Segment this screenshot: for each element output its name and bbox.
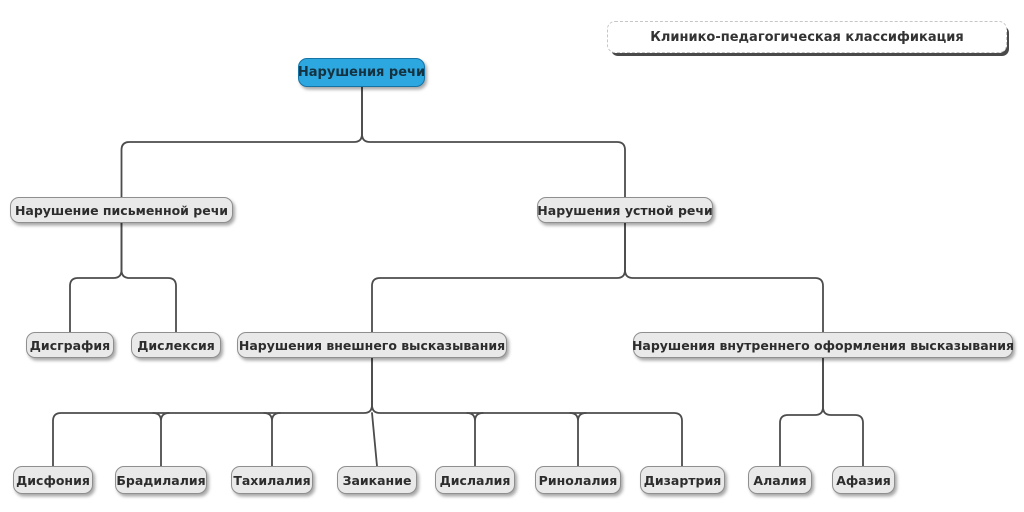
connector-internal-to-aphasia xyxy=(822,357,864,467)
node-aphasia: Афазия xyxy=(832,466,895,494)
node-oral-speech-disorders: Нарушения устной речи xyxy=(537,197,713,223)
connector-internal-to-alalia xyxy=(779,357,824,467)
connector-external-to-dyslalia xyxy=(466,412,484,467)
connector-external-to-tachylalia xyxy=(263,412,281,467)
node-dysarthria: Дизартрия xyxy=(640,466,725,494)
connector-external-to-rhinolalia xyxy=(569,412,587,467)
node-dysgraphia: Дисграфия xyxy=(26,332,114,358)
connector-external-to-bradylalia xyxy=(152,412,170,467)
node-tachylalia: Тахилалия xyxy=(231,466,313,494)
node-bradylalia: Брадилалия xyxy=(115,466,207,494)
node-written-speech-disorders: Нарушение письменной речи xyxy=(10,197,233,223)
connector-written-to-dyslexia xyxy=(120,222,177,333)
node-rhinolalia: Ринолалия xyxy=(535,466,621,494)
node-dyslalia: Дислалия xyxy=(435,466,515,494)
connector-external-to-stuttering xyxy=(371,412,378,467)
node-internal-formation-disorders: Нарушения внутреннего оформления высказы… xyxy=(632,332,1014,358)
connector-external-to-dysphonia xyxy=(52,357,373,467)
node-alalia: Алалия xyxy=(748,466,812,494)
node-dysphonia: Дисфония xyxy=(13,466,93,494)
connector-root-to-oral xyxy=(361,86,626,198)
legend-title: Клинико-педагогическая классификация xyxy=(650,29,964,45)
node-stuttering: Заикание xyxy=(337,466,417,494)
connector-oral-to-external xyxy=(371,222,626,333)
connector-oral-to-internal xyxy=(624,222,824,333)
node-dyslexia: Дислексия xyxy=(131,332,221,358)
node-external-utterance-disorders: Нарушения внешнего высказывания xyxy=(237,332,507,358)
legend-title-box: Клинико-педагогическая классификация xyxy=(607,21,1007,53)
connector-external-to-dysarthria xyxy=(371,357,683,467)
connector-written-to-dysgraphia xyxy=(69,222,123,333)
connector-root-to-written xyxy=(120,86,363,198)
node-speech-disorders-root: Нарушения речи xyxy=(298,58,425,87)
